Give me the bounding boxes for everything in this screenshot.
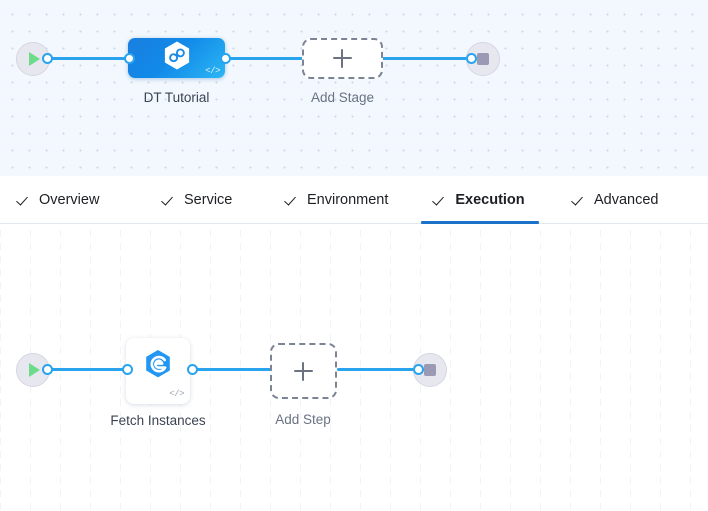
check-icon	[574, 193, 587, 206]
stage-end-input-port[interactable]	[466, 53, 477, 64]
step-end-input-port[interactable]	[413, 364, 424, 375]
tab-execution[interactable]: Execution	[421, 176, 539, 224]
step-node-input-port[interactable]	[122, 364, 133, 375]
tab-label: Service	[184, 191, 233, 208]
tab-label: Advanced	[594, 191, 659, 208]
tab-label: Environment	[307, 191, 389, 208]
plus-icon	[333, 49, 352, 68]
step-wire-start-to-node	[44, 368, 128, 371]
stage-end-node[interactable]	[466, 42, 500, 76]
play-icon	[29, 363, 40, 377]
step-node-output-port[interactable]	[187, 364, 198, 375]
check-icon	[164, 193, 177, 206]
step-wire-node-to-add	[189, 368, 271, 371]
pipeline-tab-bar: Overview Service Environment Execution A…	[0, 176, 708, 224]
check-icon	[287, 193, 300, 206]
stop-icon	[477, 53, 489, 65]
stage-node-output-port[interactable]	[220, 53, 231, 64]
stage-canvas[interactable]: </> DT Tutorial Add Stage	[0, 0, 708, 176]
tab-overview[interactable]: Overview	[17, 176, 101, 224]
tab-label: Execution	[455, 191, 525, 208]
stop-icon	[424, 364, 436, 376]
code-badge: </>	[205, 66, 220, 76]
check-icon	[19, 193, 32, 206]
add-stage-label: Add Stage	[310, 90, 375, 105]
add-stage-button[interactable]	[302, 38, 383, 79]
step-start-output-port[interactable]	[42, 364, 53, 375]
tab-label: Overview	[39, 191, 100, 208]
stage-wire-node-to-add	[222, 57, 304, 60]
hexagon-link-icon	[163, 41, 191, 76]
active-tab-underline	[421, 220, 539, 224]
plus-icon	[294, 361, 313, 381]
step-node-label: Fetch Instances	[110, 413, 206, 428]
stage-node-label: DT Tutorial	[143, 90, 210, 105]
step-canvas[interactable]: </> Fetch Instances Add Step	[0, 224, 708, 511]
tab-service[interactable]: Service	[162, 176, 234, 224]
play-icon	[29, 52, 40, 66]
add-step-label: Add Step	[275, 412, 331, 427]
check-icon	[435, 193, 448, 206]
tab-environment[interactable]: Environment	[285, 176, 390, 224]
code-badge: </>	[169, 389, 184, 399]
step-wire-add-to-end	[337, 368, 419, 371]
stage-start-output-port[interactable]	[42, 53, 53, 64]
stage-node-input-port[interactable]	[124, 53, 135, 64]
stage-wire-start-to-node	[44, 57, 130, 60]
hexagon-e-icon	[145, 349, 172, 383]
tab-advanced[interactable]: Advanced	[572, 176, 661, 224]
step-node-fetch-instances[interactable]: </>	[126, 338, 190, 404]
stage-wire-add-to-end	[381, 57, 475, 60]
stage-node-dt-tutorial[interactable]: </>	[128, 38, 225, 78]
add-step-button[interactable]	[270, 343, 337, 399]
